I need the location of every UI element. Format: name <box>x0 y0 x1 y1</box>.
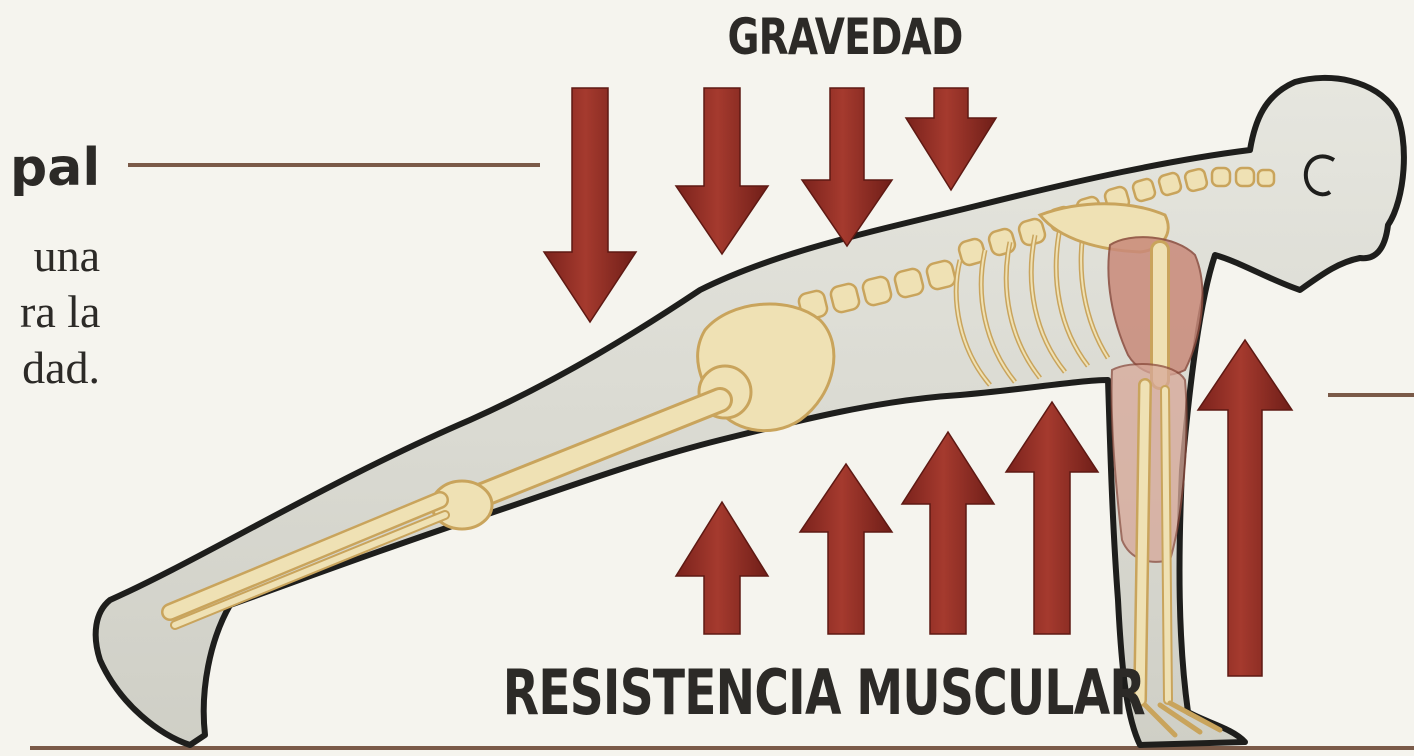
muscular-resistance-label: RESISTENCIA MUSCULAR <box>503 656 1027 729</box>
arrow-up-icon <box>902 432 994 634</box>
side-text-line: ra la <box>20 284 100 340</box>
side-text-line: una <box>20 228 100 284</box>
arrow-up-icon <box>676 502 768 634</box>
arrow-down-icon <box>906 88 996 190</box>
arrow-down-icon <box>802 88 892 246</box>
arrow-up-icon <box>1198 340 1292 676</box>
side-heading: pal <box>10 138 100 198</box>
gravity-label: GRAVEDAD <box>724 8 966 66</box>
arrow-up-icon <box>800 464 892 634</box>
arrow-down-icon <box>544 88 636 322</box>
arrow-down-icon <box>676 88 768 254</box>
arrow-up-icon <box>1006 402 1098 634</box>
side-description: una ra la dad. <box>20 228 100 396</box>
side-text-line: dad. <box>20 340 100 396</box>
